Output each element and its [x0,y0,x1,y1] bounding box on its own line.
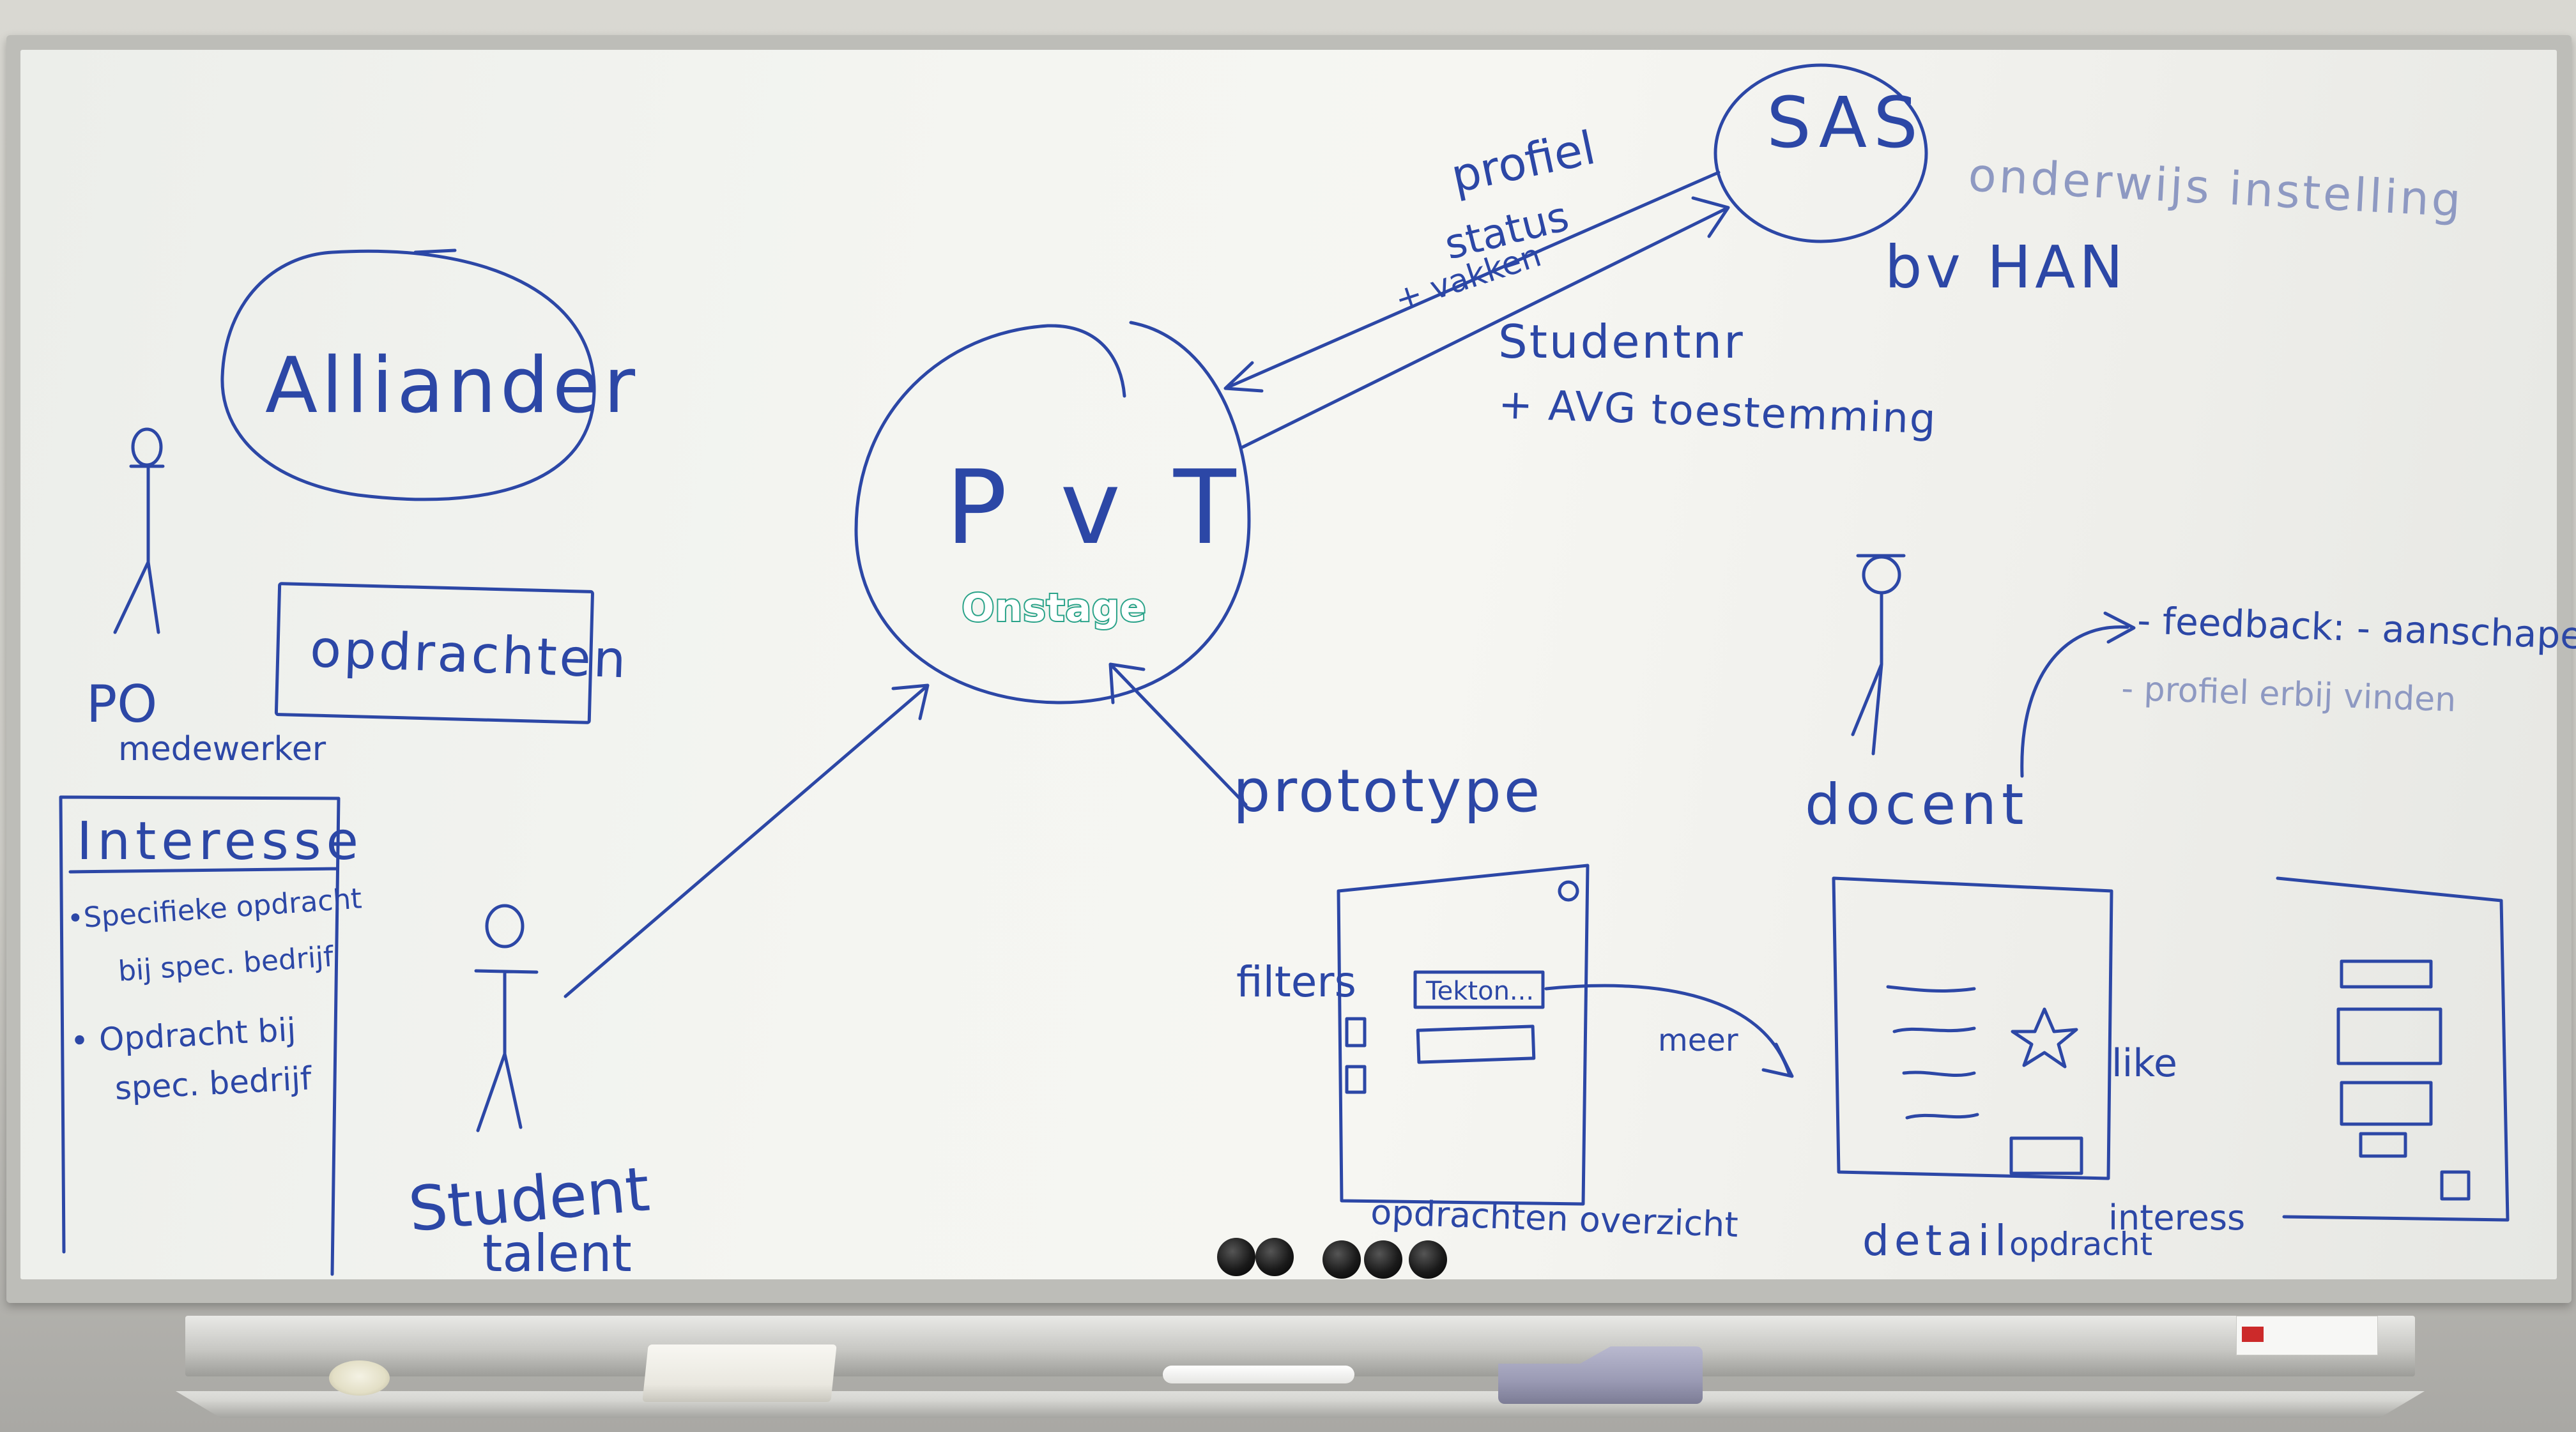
pvt-to-sas-arrow [1241,196,1730,449]
feedback-line-2: - profiel erbij vinden [2120,669,2457,719]
manufacturer-sticker [2236,1316,2378,1355]
interesse-item-1-line-2: bij spec. bedrijf [117,940,335,988]
overview-sketch [1337,864,1794,1206]
pvt-circle [854,321,1251,705]
tape-roll [329,1360,390,1396]
alliander-circle [220,249,596,501]
po-stick-figure [113,427,165,634]
opdrachten-box [274,582,594,724]
pvt-title: P v T [946,448,1246,567]
sas-note-line-2: bv HAN [1885,233,2127,301]
sas-label: SAS [1767,82,1924,164]
docent-label: docent [1805,772,2029,837]
overview-caption: opdrachten overzicht [1370,1192,1738,1245]
detail-caption-left: detail [1862,1216,2012,1265]
sas-circle [1713,63,1928,243]
interesse-box [59,795,341,1276]
magnet[interactable] [1409,1240,1447,1279]
alliander-label: Alliander [265,342,639,430]
magnet[interactable] [1255,1238,1294,1276]
interesse-heading: Interesse [77,811,364,872]
interesse-item-2-line-1: • Opdracht bij [69,1011,296,1060]
meer-label: meer [1658,1023,1738,1058]
onstage-logo: Onstage [960,584,1147,632]
filters-label: filters [1236,957,1356,1007]
profile-sketch [2276,876,2510,1222]
student-to-pvt-arrow [564,683,930,998]
prototype-arrow [1108,662,1248,807]
overview-button-text: Tekton... [1425,977,1534,1006]
docent-stick-figure [1851,554,1906,756]
detail-caption-mid: opdracht [2009,1226,2152,1263]
sas-note-line-1: onderwijs instelling [1967,148,2465,227]
detail-caption-right: interess [2108,1198,2245,1238]
magnet[interactable] [1322,1240,1361,1279]
interesse-item-2-line-2: spec. bedrijf [114,1060,313,1107]
sas-to-pvt-arrow [1223,171,1721,393]
detail-sketch [1832,876,2113,1180]
po-sub-label: medewerker [118,730,326,768]
whiteboard-eraser [642,1344,837,1402]
interesse-item-1-line-1: •Specifieke opdracht [66,882,363,935]
student-stick-figure [474,904,539,1132]
opdrachten-label: opdrachten [309,619,629,689]
magnet[interactable] [1217,1238,1255,1276]
feedback-arrow [2020,611,2136,778]
like-label: like [2112,1041,2177,1086]
magnet[interactable] [1364,1240,1402,1279]
sas-arrow-label-1: Studentnr [1498,315,1745,369]
whiteboard-marker [1163,1366,1354,1383]
prototype-label: prototype [1233,757,1542,825]
whiteboard-surface [20,50,2557,1279]
marker-tray-lip [176,1391,2425,1418]
talent-label: talent [482,1224,632,1283]
feedback-line-1: - feedback: - aanschapen [2136,598,2576,659]
arrow-label-profiel: profiel [1446,121,1600,203]
sas-arrow-label-2: + AVG toestemming [1498,381,1938,443]
po-label: PO [86,674,157,734]
